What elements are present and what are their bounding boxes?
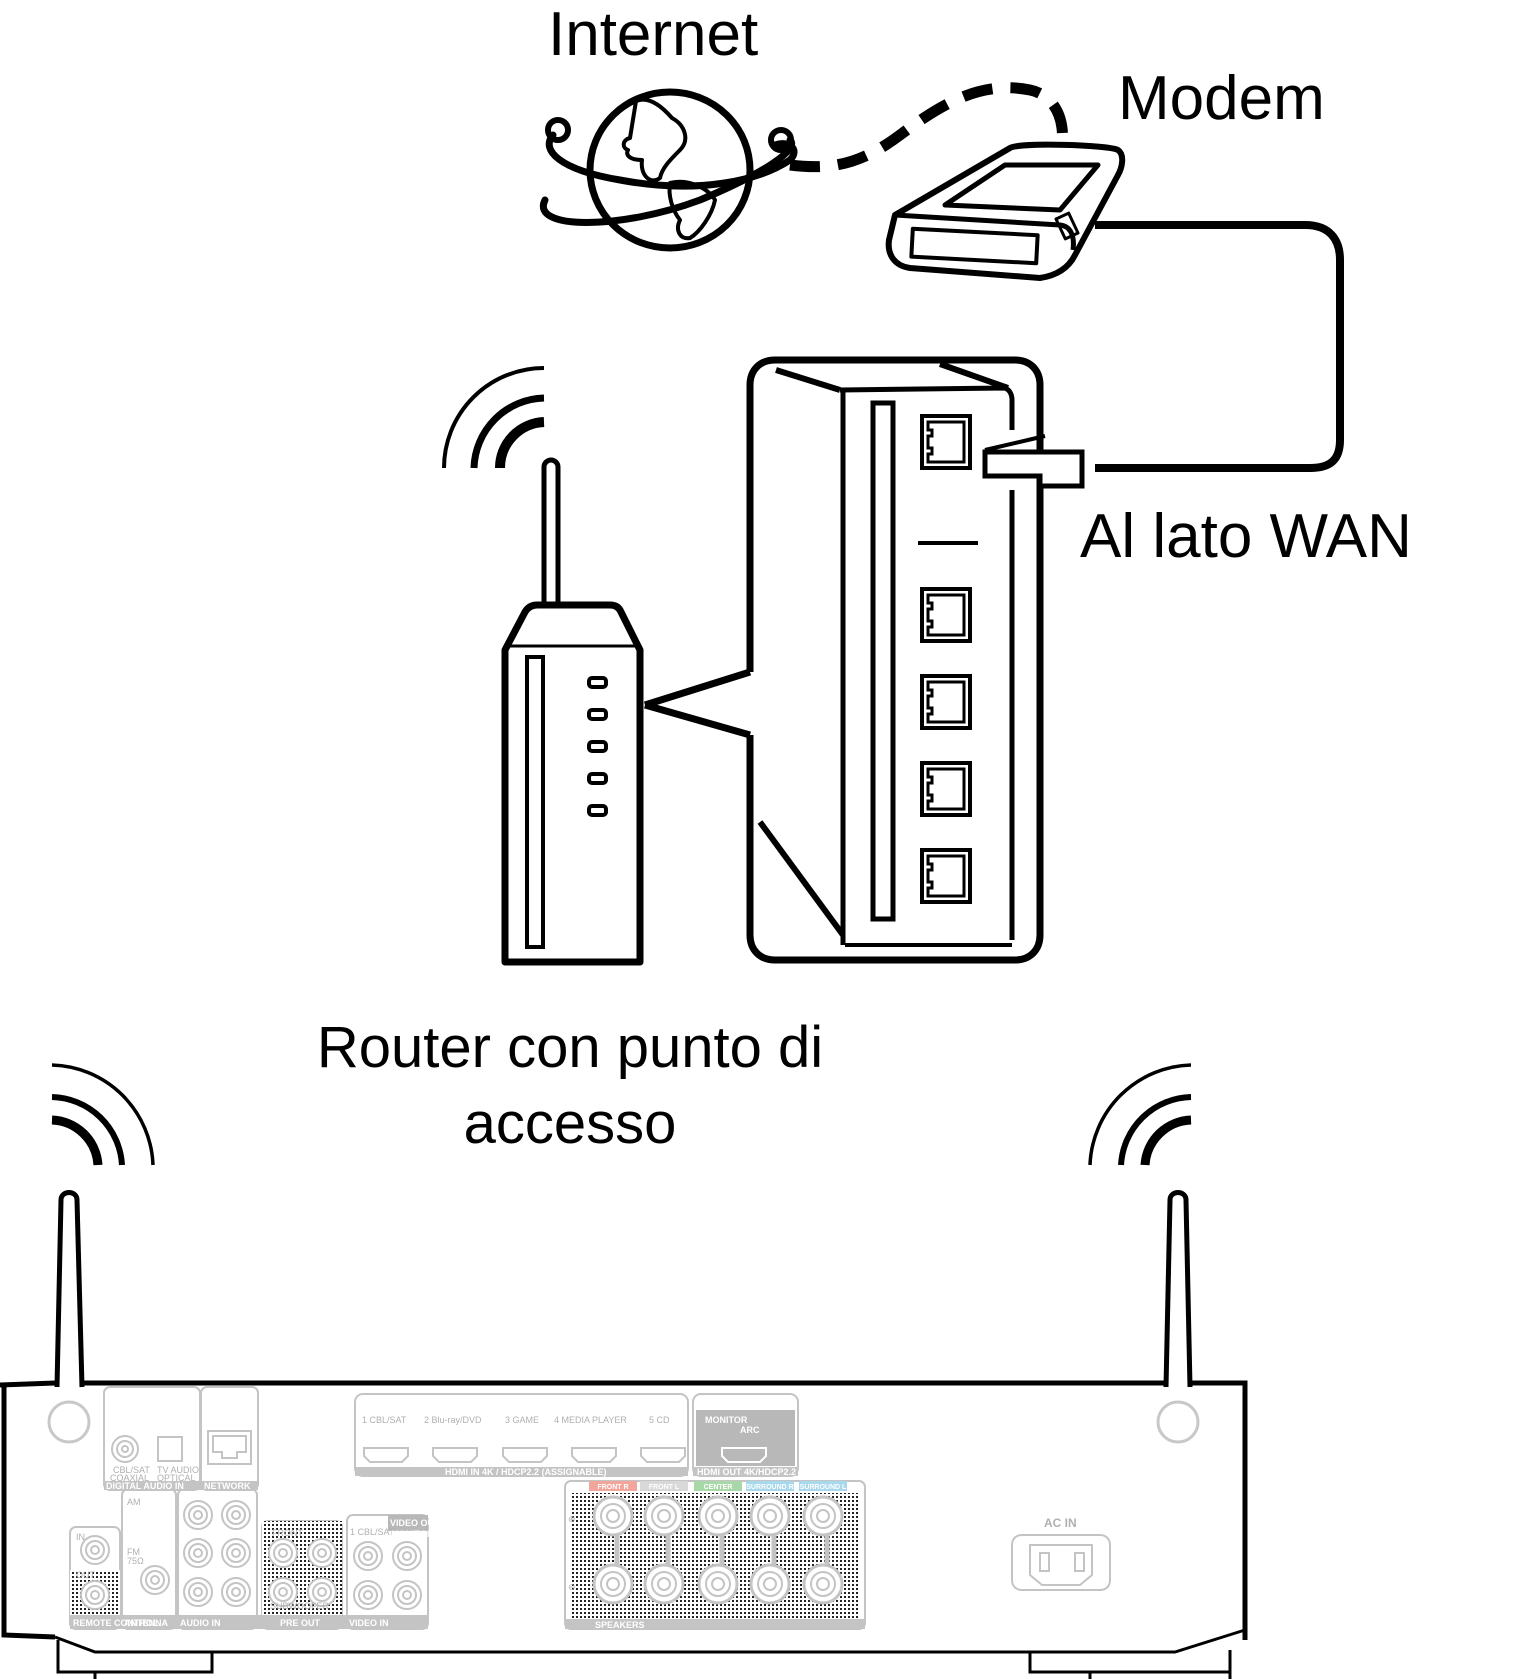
lan-port-icon bbox=[920, 587, 972, 643]
bottom-label-bar bbox=[70, 1615, 428, 1629]
receiver-chassis bbox=[0, 1380, 1248, 1679]
speaker-minus-symbol: ⊖ bbox=[568, 1582, 576, 1592]
speaker-channel-label: SURROUND R bbox=[746, 1484, 793, 1491]
speaker-terminal bbox=[802, 1495, 844, 1537]
hdmi-out-monitor-label: MONITOR bbox=[705, 1415, 748, 1425]
speaker-terminal bbox=[749, 1495, 791, 1537]
router-label-line2: accesso bbox=[463, 1091, 677, 1156]
lan-port-icon bbox=[920, 674, 972, 730]
speaker-channel-label: FRONT L bbox=[649, 1484, 680, 1491]
ethernet-plug-icon bbox=[982, 434, 1085, 489]
network-label: NETWORK bbox=[204, 1481, 251, 1491]
ac-in-label: AC IN bbox=[1044, 1516, 1077, 1530]
hdmi-in-3-label: 3 GAME bbox=[505, 1415, 539, 1425]
remote-out-label: OUT bbox=[76, 1570, 96, 1580]
globe-icon bbox=[539, 88, 798, 252]
lan-port-icon bbox=[920, 848, 972, 904]
speaker-channel-label-bg bbox=[589, 1481, 637, 1491]
hdmi-in-1-label: 1 CBL/SAT bbox=[362, 1415, 407, 1425]
am-label: AM bbox=[127, 1497, 141, 1507]
speaker-terminal bbox=[749, 1563, 791, 1605]
coaxial-label: COAXIAL bbox=[110, 1473, 149, 1483]
antenna-group-label: ANTENNA bbox=[124, 1618, 168, 1628]
modem-icon bbox=[885, 141, 1126, 281]
speaker-channel-label: CENTER bbox=[704, 1484, 733, 1491]
speaker-terminal bbox=[592, 1563, 634, 1605]
hdmi-port-icon bbox=[571, 1447, 617, 1463]
hdmi-port-icon bbox=[432, 1447, 478, 1463]
video-out-monitor-label: MONITOR bbox=[391, 1529, 434, 1539]
wifi-icon bbox=[442, 366, 545, 469]
hdmi-out-label-bar bbox=[693, 1467, 798, 1476]
fm-ohm-label: 75Ω bbox=[127, 1556, 144, 1566]
speaker-channel-label-bg bbox=[694, 1481, 742, 1491]
speaker-terminal bbox=[592, 1495, 634, 1537]
pre-out-front-label: FRONT bbox=[272, 1528, 303, 1538]
remote-in-label: IN bbox=[76, 1532, 85, 1542]
hdmi-in-2-label: 2 Blu-ray/DVD bbox=[424, 1415, 482, 1425]
ethernet-ports bbox=[920, 414, 972, 904]
router-label: Router con punto di accesso bbox=[290, 1010, 850, 1162]
hdmi-out-arc-label: ARC bbox=[740, 1425, 760, 1435]
hdmi-in-ports bbox=[363, 1447, 767, 1463]
antenna-icon bbox=[47, 1063, 155, 1444]
hdmi-out-port-icon bbox=[721, 1447, 767, 1463]
internet-connection-dashed bbox=[789, 82, 1069, 173]
speaker-terminal bbox=[802, 1563, 844, 1605]
speaker-terminal bbox=[697, 1495, 739, 1537]
hdmi-port-icon bbox=[502, 1447, 548, 1463]
hdmi-port-icon bbox=[640, 1447, 686, 1463]
hdmi-in-5-label: 5 CD bbox=[649, 1415, 670, 1425]
video-in-group-label: VIDEO IN bbox=[349, 1618, 389, 1628]
fm-label: FM bbox=[127, 1547, 140, 1557]
hdmi-port-icon bbox=[363, 1447, 409, 1463]
pre-out-subwoofer-label: SUBWOOFER bbox=[270, 1601, 330, 1611]
speaker-channel-label-bg bbox=[799, 1481, 847, 1491]
speaker-terminal bbox=[697, 1563, 739, 1605]
router-label-line1: Router con punto di bbox=[316, 1015, 824, 1080]
digital-audio-in-label: DIGITAL AUDIO IN bbox=[106, 1481, 184, 1491]
hdmi-out-group-label: HDMI OUT 4K/HDCP2.2 bbox=[697, 1467, 796, 1477]
optical-label: OPTICAL bbox=[157, 1473, 196, 1483]
router-detail-callout bbox=[746, 356, 1044, 964]
video-in-1-label: 1 CBL/SAT bbox=[350, 1527, 395, 1537]
speaker-channel-label: FRONT R bbox=[597, 1484, 628, 1491]
digital-network-label-bar bbox=[104, 1481, 258, 1490]
hdmi-in-4-label: 4 MEDIA PLAYER bbox=[554, 1415, 627, 1425]
speaker-channel-label-bg bbox=[746, 1481, 794, 1491]
callout-pointer bbox=[645, 670, 750, 735]
speaker-plus-symbol: ⊕ bbox=[568, 1514, 576, 1524]
rca-jacks bbox=[80, 1500, 422, 1610]
modem-label: Modem bbox=[1118, 64, 1325, 133]
wan-port-icon bbox=[920, 414, 972, 470]
hdmi-in-group-label: HDMI IN 4K / HDCP2.2 (ASSIGNABLE) bbox=[445, 1467, 607, 1477]
pre-out-group-label: PRE OUT bbox=[280, 1618, 321, 1628]
internet-label: Internet bbox=[548, 0, 759, 69]
video-out-label: VIDEO OUT bbox=[390, 1518, 440, 1528]
hdmi-out-panel bbox=[696, 1410, 795, 1466]
speaker-terminals: FRONT R FRONT L CENTER SURROUND R SURROUND L bbox=[589, 1481, 847, 1605]
remote-control-label: REMOTE CONTROL bbox=[73, 1618, 159, 1628]
audio-in-group-label: AUDIO IN bbox=[180, 1618, 221, 1628]
speaker-terminal bbox=[643, 1495, 685, 1537]
antenna-icon bbox=[1088, 1063, 1200, 1444]
hdmi-in-label-bar bbox=[355, 1467, 688, 1476]
video-out-header bbox=[388, 1515, 428, 1531]
wan-cable bbox=[1095, 221, 1344, 472]
wan-side-label: Al lato WAN bbox=[1080, 502, 1412, 571]
optical-source-label: TV AUDIO bbox=[157, 1465, 199, 1475]
speaker-terminal bbox=[643, 1563, 685, 1605]
speaker-channel-label-bg bbox=[640, 1481, 688, 1491]
lan-port-icon bbox=[920, 761, 972, 817]
speakers-label-bar bbox=[565, 1619, 865, 1629]
speakers-group-label: SPEAKERS bbox=[595, 1620, 645, 1630]
speaker-channel-label: SURROUND L bbox=[800, 1484, 847, 1491]
coaxial-source-label: CBL/SAT bbox=[113, 1465, 150, 1475]
router-icon bbox=[501, 457, 644, 966]
